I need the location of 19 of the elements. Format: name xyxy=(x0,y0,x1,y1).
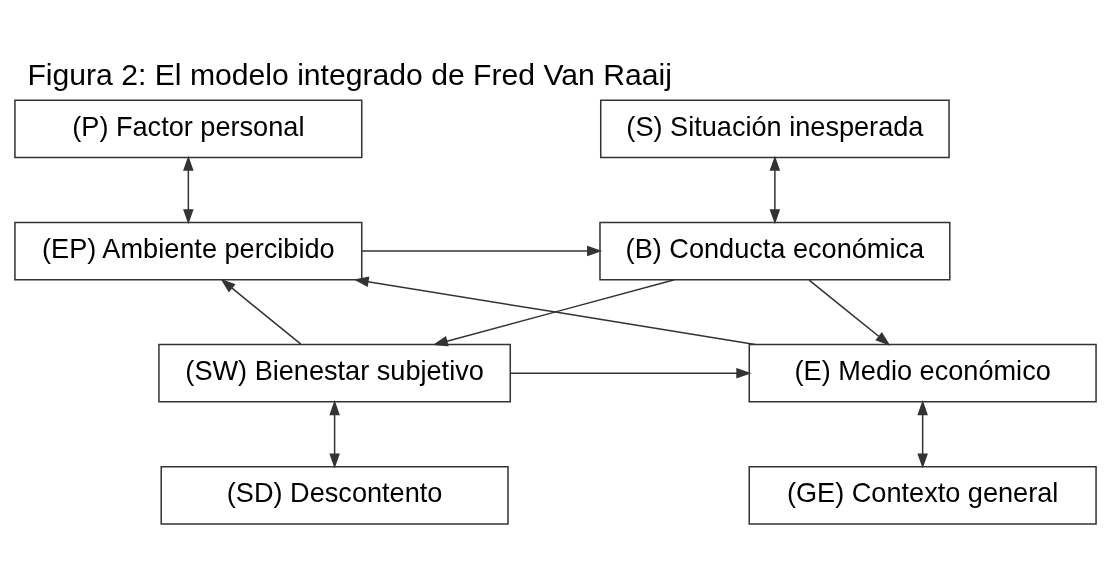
arrow xyxy=(220,278,302,345)
node-box: (E) Medio económico xyxy=(748,343,1097,403)
node-box: (EP) Ambiente percibido xyxy=(14,221,363,280)
arrow xyxy=(183,155,194,224)
arrow xyxy=(353,276,756,345)
arrow xyxy=(917,399,928,469)
arrow xyxy=(509,367,752,378)
node-box: (GE) Contexto general xyxy=(748,465,1097,525)
node-box: (S) Situación inesperada xyxy=(600,99,950,158)
node-box: (SD) Descontento xyxy=(160,465,509,525)
arrow xyxy=(329,399,340,469)
arrow xyxy=(769,155,781,224)
diagram-title: Figura 2: El modelo integrado de Fred Van Raaij xyxy=(27,57,672,91)
arrow xyxy=(808,278,891,346)
node-box: (SW) Bienestar subjetivo xyxy=(158,343,511,403)
node-box: (B) Conducta económica xyxy=(599,221,951,280)
arrow xyxy=(432,278,676,346)
arrow xyxy=(361,245,603,256)
node-box: (P) Factor personal xyxy=(14,99,363,158)
